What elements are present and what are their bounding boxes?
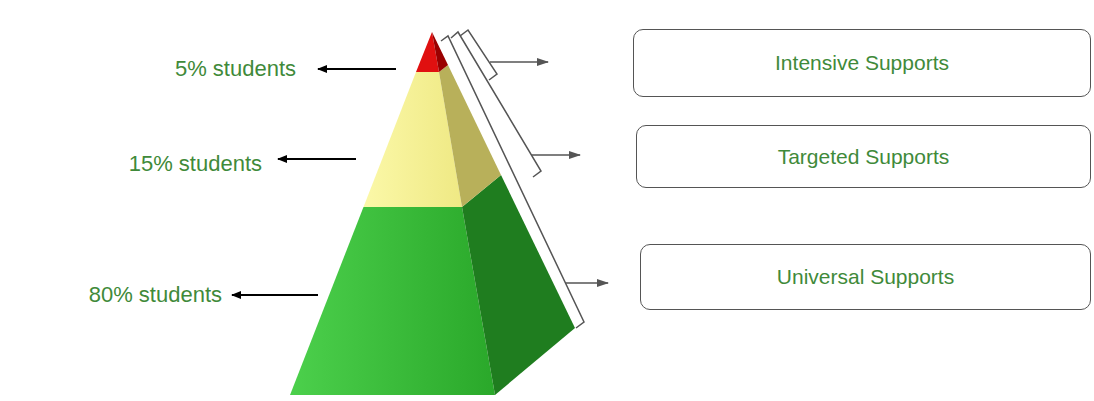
support-box: Intensive Supports [633, 29, 1091, 97]
support-box: Universal Supports [640, 244, 1091, 310]
leader-arrow [490, 61, 548, 63]
green-band [290, 207, 495, 395]
bracket [441, 36, 584, 328]
support-box: Targeted Supports [636, 125, 1091, 188]
pointer-arrow [318, 68, 396, 70]
green-band-side [462, 175, 575, 395]
pointer-arrow [232, 294, 318, 296]
support-label: Intensive Supports [775, 50, 949, 75]
percent-label: 15% students [129, 151, 262, 177]
leader-arrow [531, 154, 580, 156]
support-label: Targeted Supports [778, 144, 950, 169]
bracket [451, 32, 541, 177]
percent-label: 5% students [175, 56, 296, 82]
support-label: Universal Supports [777, 264, 954, 289]
leader-arrow [565, 282, 608, 284]
yellow-band-side [439, 65, 501, 207]
percent-label: 80% students [89, 282, 222, 308]
pointer-arrow [278, 158, 356, 160]
